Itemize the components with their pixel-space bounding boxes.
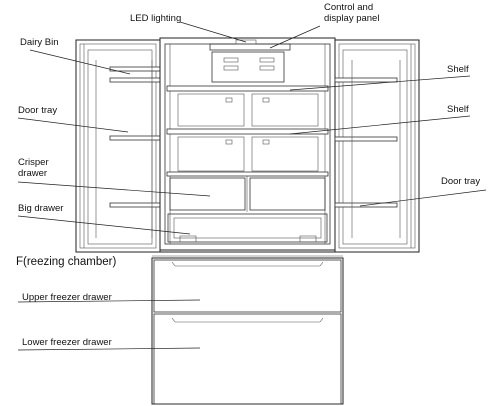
door-tray-left-leader — [17, 117, 129, 133]
control-panel-label-line2: display panel — [324, 13, 380, 24]
shelf-1 — [166, 85, 329, 127]
freezer-section — [151, 257, 344, 405]
shelf-upper-label: Shelf — [447, 64, 469, 75]
big-drawer-box — [167, 213, 328, 243]
freezer-outline — [151, 257, 344, 405]
right-door-bin-2 — [334, 136, 398, 142]
control-panel-leader — [269, 25, 321, 49]
led-lighting-leader — [179, 21, 247, 43]
door-tray-right-label: Door tray — [441, 176, 481, 187]
right-door-bin-1 — [334, 77, 398, 83]
left-door — [75, 39, 161, 253]
upper-freezer-drawer-box — [153, 259, 342, 313]
big-drawer-leader — [17, 215, 191, 235]
lower-freezer-drawer-box — [153, 313, 342, 405]
shelf-upper-leader — [289, 75, 471, 91]
control-panel-label-line1: Control and — [324, 2, 374, 13]
crisper-leader — [17, 181, 211, 197]
shelf-2 — [166, 128, 329, 172]
left-door-bin-1 — [109, 66, 161, 83]
dairy-bin-label: Dairy Bin — [20, 37, 59, 48]
right-door-outline — [334, 39, 420, 253]
leader-lines — [17, 21, 487, 351]
shelf-lower-leader — [289, 115, 471, 135]
led-light — [235, 39, 257, 45]
big-drawer-label: Big drawer — [18, 203, 64, 214]
right-door — [334, 39, 420, 253]
upper-freezer-leader — [17, 299, 201, 303]
door-tray-right-leader — [359, 189, 487, 207]
control-display-panel — [209, 43, 291, 51]
lower-freezer-drawer-label: Lower freezer drawer — [22, 337, 112, 348]
left-door-bin-3 — [109, 202, 161, 208]
dairy-bin-leader — [29, 49, 131, 75]
cabinet — [159, 37, 336, 251]
lower-freezer-leader — [17, 347, 201, 351]
door-tray-left-label: Door tray — [18, 105, 58, 116]
upper-freezer-drawer-label: Upper freezer drawer — [22, 292, 112, 303]
crisper-drawers — [166, 171, 329, 212]
shelf-lower-label: Shelf — [447, 104, 469, 115]
left-door-bin-2 — [109, 135, 161, 141]
crisper-label-line2: drawer — [18, 168, 48, 179]
left-door-outline — [75, 39, 161, 253]
led-lighting-label: LED lighting — [130, 13, 182, 24]
freezing-chamber-label: F(reezing chamber) — [16, 256, 117, 268]
crisper-label-line1: Crisper — [18, 157, 49, 168]
